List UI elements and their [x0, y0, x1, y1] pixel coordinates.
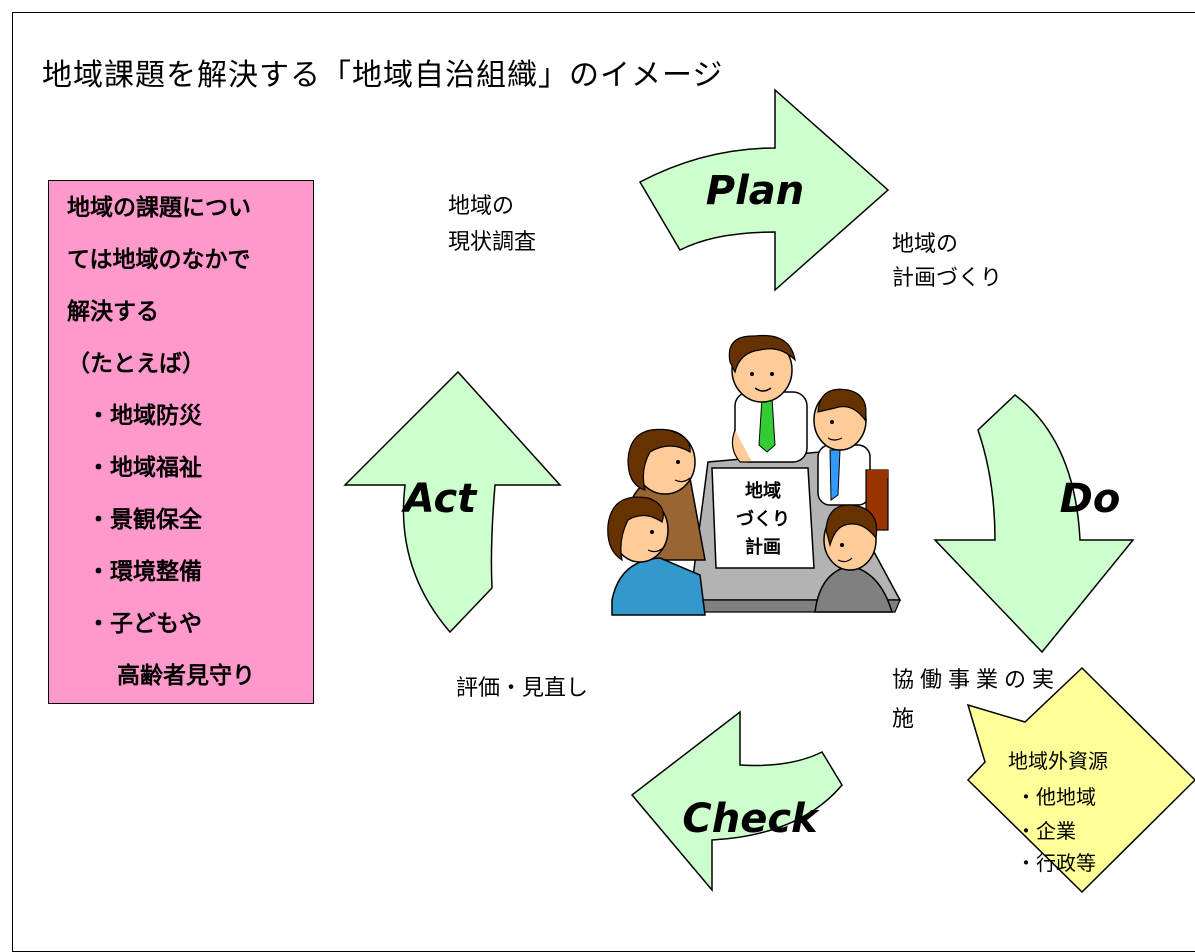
do-label: Do	[1060, 476, 1121, 522]
pdca-cycle-diagram: Plan Do Check Act	[343, 88, 1195, 894]
plan-label: Plan	[706, 168, 805, 214]
issue-item-welfare: ・地域福祉	[87, 455, 202, 481]
document-line-2: づくり	[736, 509, 790, 530]
survey-label-line-2: 現状調査	[448, 230, 537, 255]
implementation-label-line-1: 協働事業の実	[892, 668, 1061, 693]
left-bottom-person	[607, 496, 706, 616]
issue-item-watch-1: ・子どもや	[87, 611, 202, 637]
check-label: Check	[682, 796, 820, 842]
issues-line-3: 解決する	[67, 299, 159, 325]
issue-item-landscape: ・景観保全	[87, 507, 202, 533]
planning-label-line-2: 計画づくり	[892, 266, 1003, 291]
issues-example-heading: （たとえば）	[67, 351, 205, 377]
implementation-label-line-2: 施	[892, 707, 915, 732]
standing-person	[728, 334, 808, 463]
survey-label-line-1: 地域の	[448, 194, 515, 219]
review-label: 評価・見直し	[456, 676, 589, 701]
act-label: Act	[401, 476, 478, 522]
right-bottom-person	[814, 470, 894, 613]
resource-item-companies: ・企業	[1016, 819, 1076, 843]
issue-item-watch-2: 高齢者見守り	[117, 663, 255, 689]
do-arrow: Do	[933, 394, 1135, 654]
local-issues-box: 地域の課題につい ては地域のなかで 解決する （たとえば） ・地域防災 ・地域福…	[48, 180, 314, 704]
issue-item-disaster: ・地域防災	[87, 403, 202, 429]
planning-label-line-1: 地域の	[892, 232, 959, 257]
check-arrow: Check	[630, 710, 843, 893]
act-arrow: Act	[343, 370, 562, 634]
document-line-3: 計画	[745, 536, 781, 558]
meeting-illustration: 地域 づくり 計画	[607, 334, 902, 616]
issues-line-2: ては地域のなかで	[67, 247, 251, 273]
resources-heading: 地域外資源	[1008, 749, 1108, 773]
plan-document: 地域 づくり 計画	[711, 467, 815, 569]
resource-item-government: ・行政等	[1016, 851, 1096, 875]
external-resources-callout: 地域外資源 ・他地域 ・企業 ・行政等	[966, 666, 1195, 894]
plan-arrow: Plan	[638, 88, 890, 292]
issue-item-environment: ・環境整備	[87, 559, 202, 585]
resource-item-other-regions: ・他地域	[1016, 785, 1096, 809]
page-title: 地域課題を解決する「地域自治組織」のイメージ	[42, 58, 724, 93]
document-line-1: 地域	[745, 480, 781, 502]
issues-line-1: 地域の課題につい	[67, 195, 251, 221]
